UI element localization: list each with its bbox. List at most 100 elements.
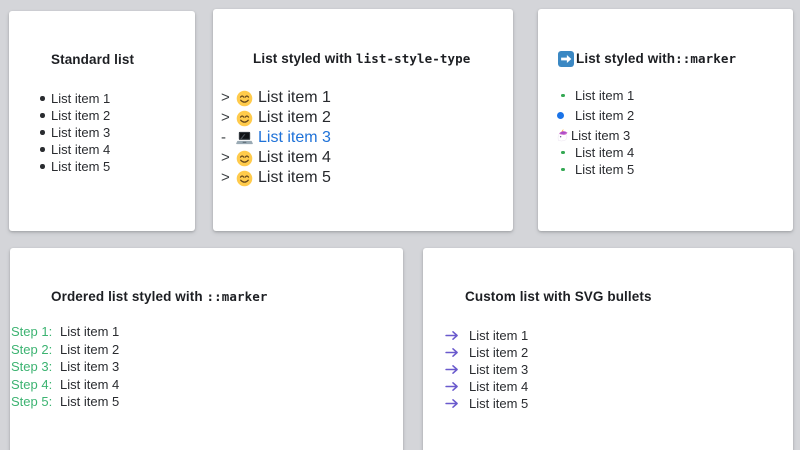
step-marker: Step 5: (11, 394, 53, 410)
list-item-label: List item 3 (571, 128, 631, 143)
list-item-label: List item 4 (469, 379, 529, 394)
list-item: >List item 4 (213, 148, 513, 168)
list-item-label: List item 2 (258, 109, 331, 126)
smiling-face-icon (236, 90, 253, 107)
card-title-text: List styled with (253, 51, 356, 66)
list-item: Step 2:List item 2 (10, 341, 403, 359)
list-item-label: List item 5 (575, 162, 635, 177)
list-item-label: List item 1 (575, 88, 635, 103)
marker-text: > (221, 109, 230, 126)
list-item: List item 1 (423, 327, 793, 344)
disc-icon (40, 113, 45, 118)
card-title-code: list-style-type (355, 51, 471, 66)
list-item: List item 2 (538, 104, 793, 127)
card-title: List styled with ::marker (538, 9, 793, 67)
step-marker: Step 4: (11, 376, 53, 392)
list-item: > List item 2 (213, 108, 513, 128)
card-title-code: ::marker (206, 289, 268, 304)
standard-list: List item 1 List item 2 List item 3 List… (9, 90, 195, 175)
blue-dot-icon (557, 112, 564, 119)
list-item-label: List item 1 (258, 89, 331, 106)
smiling-face-icon (236, 170, 253, 187)
unicorn-icon (555, 128, 570, 143)
list-item-label: List item 5 (258, 169, 331, 186)
list-item: List item 4 (423, 378, 793, 395)
card-title: Custom list with SVG bullets (423, 248, 793, 305)
laptop-icon (236, 130, 253, 147)
list-item: List item 4 (538, 144, 793, 161)
emoji-marker-list: > List item 1 > List item 2 - List item 3 >… (213, 88, 513, 188)
card-svg-bullet-list: Custom list with SVG bullets List item 1… (423, 248, 793, 450)
list-item: > List item 1 (213, 88, 513, 108)
marker-text: > (221, 149, 230, 166)
list-item: Step 3: List item 3 (10, 358, 403, 376)
list-item-label: List item 1 (469, 328, 529, 343)
list-item-label: List item 2 (51, 108, 111, 123)
card-title-text: Standard list (51, 52, 135, 67)
list-item-label: List item 2 (575, 108, 635, 123)
ordered-step-list: Step 1: List item 1 Step 2:List item 2 St… (10, 323, 403, 411)
marker-text: > (221, 169, 230, 186)
green-dot-icon (561, 93, 565, 97)
list-item: > List item 5 (213, 168, 513, 188)
list-item-link[interactable]: List item 3 (258, 129, 331, 146)
list-item: List item 3 (423, 361, 793, 378)
list-item-label: List item 5 (60, 394, 120, 410)
card-title: Ordered list styled with ::marker (10, 248, 403, 305)
arrow-right-icon (445, 365, 458, 374)
disc-icon (40, 147, 45, 152)
disc-icon (40, 96, 45, 101)
smiling-face-icon (236, 150, 253, 167)
card-title-text: Custom list with SVG bullets (465, 289, 652, 304)
list-item: List item 5 (423, 395, 793, 412)
list-item-label: List item 3 (60, 359, 120, 375)
card-title-code: ::marker (675, 51, 737, 66)
list-item-label: List item 2 (469, 345, 529, 360)
list-item-label: List item 4 (575, 145, 635, 160)
list-item: List item 3 (9, 124, 195, 141)
green-dot-icon (561, 167, 565, 171)
list-item: List item 5 (9, 158, 195, 175)
list-item-label: List item 5 (51, 159, 111, 174)
list-item: List item 2 (9, 107, 195, 124)
list-item-label: List item 5 (469, 396, 529, 411)
custom-marker-list: List item 1 List item 2 List item 3 List… (538, 87, 793, 178)
list-item: List item 1 (538, 87, 793, 104)
list-item-label: List item 4 (60, 376, 120, 392)
list-item: List item 1 (9, 90, 195, 107)
card-title: Standard list (9, 11, 195, 68)
card-marker-list: List styled with ::marker List item 1 Li… (538, 9, 793, 231)
list-item: Step 1: List item 1 (10, 323, 403, 341)
smiling-face-icon (236, 110, 253, 127)
list-item-label: List item 3 (51, 125, 111, 140)
right-arrow-icon (558, 51, 574, 67)
list-item: List item 2 (423, 344, 793, 361)
card-title-text: Ordered list styled with (51, 289, 207, 304)
list-item-label: List item 3 (469, 362, 529, 377)
green-dot-icon (561, 150, 565, 154)
list-item: List item 3 (538, 127, 793, 144)
step-marker: Step 3: (11, 359, 53, 375)
arrow-right-icon (445, 348, 458, 357)
arrow-right-icon (445, 331, 458, 340)
svg-bullet-list: List item 1 List item 2 List item 3 List… (423, 327, 793, 412)
arrow-right-icon (445, 399, 458, 408)
card-standard-list: Standard list List item 1 List item 2 Li… (9, 11, 195, 231)
step-marker: Step 1: (11, 324, 53, 339)
card-title-text: List styled with (576, 51, 676, 66)
list-item: Step 5: List item 5 (10, 393, 403, 411)
list-item: List item 4 (9, 141, 195, 158)
card-title: List styled with list-style-type (213, 9, 513, 67)
marker-text: > (221, 89, 230, 106)
list-item: List item 5 (538, 161, 793, 178)
list-item-label: List item 1 (51, 91, 111, 106)
arrow-right-icon (445, 382, 458, 391)
disc-icon (40, 130, 45, 135)
marker-text: - (221, 129, 226, 146)
list-item-label: List item 1 (60, 324, 120, 339)
disc-icon (40, 164, 45, 169)
list-item-label: List item 2 (60, 341, 120, 357)
card-ordered-marker-list: Ordered list styled with ::marker Step 1… (10, 248, 403, 450)
list-item-label: List item 4 (51, 142, 111, 157)
